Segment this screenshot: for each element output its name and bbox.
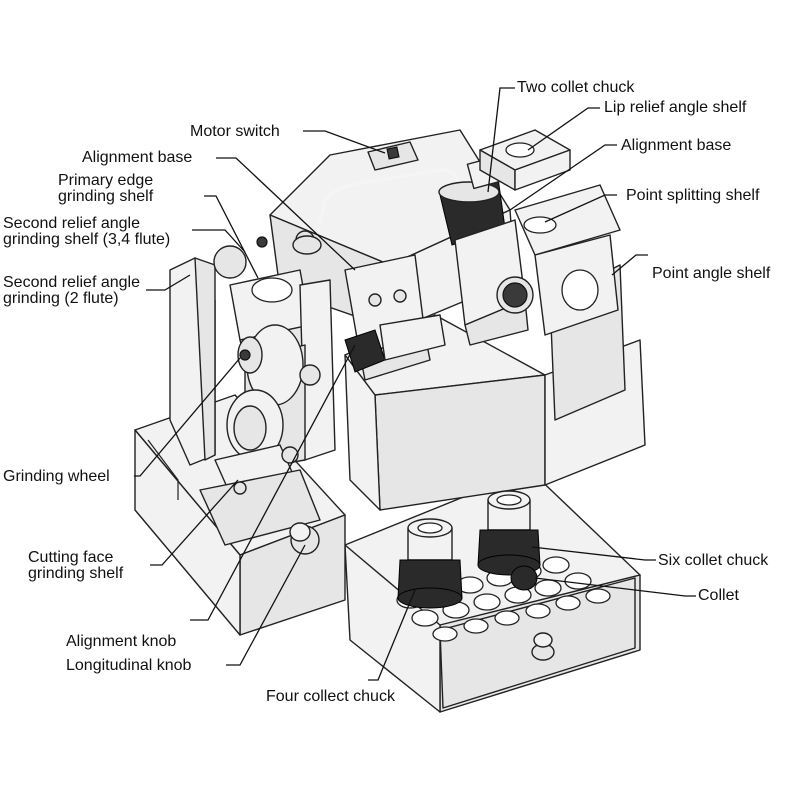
label-second-relief-34-line2: grinding shelf (3,4 flute) xyxy=(3,231,171,248)
label-primary-edge-line1: Primary edge xyxy=(58,172,154,189)
label-primary-edge-line2: grinding shelf xyxy=(58,188,154,205)
label-six-collet-chuck: Six collet chuck xyxy=(658,552,769,569)
label-four-collect-chuck: Four collect chuck xyxy=(266,688,395,705)
leader-lines xyxy=(134,87,696,681)
right-fixtures xyxy=(454,184,621,346)
label-collet: Collet xyxy=(698,587,739,604)
label-grinding-wheel: Grinding wheel xyxy=(3,468,110,485)
four-collect-chuck xyxy=(397,518,463,609)
label-cutting-face-line1: Cutting face xyxy=(28,549,114,566)
label-cutting-face-line2: grinding shelf xyxy=(28,565,124,582)
label-longitudinal-knob: Longitudinal knob xyxy=(66,657,192,674)
label-alignment-base-right: Alignment base xyxy=(621,137,732,154)
label-alignment-knob: Alignment knob xyxy=(66,633,177,650)
label-point-angle-shelf: Point angle shelf xyxy=(652,265,771,282)
lip-relief-shelf xyxy=(479,129,571,191)
label-second-relief-2-line2: grinding (2 flute) xyxy=(3,290,119,307)
collet xyxy=(510,565,538,591)
label-second-relief-34-line1: Second relief angle xyxy=(3,215,140,232)
label-motor-switch: Motor switch xyxy=(190,123,280,140)
main-body xyxy=(344,264,646,511)
six-collet-chuck xyxy=(477,490,541,576)
label-two-collet-chuck: Two collet chuck xyxy=(517,79,635,96)
label-point-splitting-shelf: Point splitting shelf xyxy=(626,187,760,204)
label-alignment-base-left: Alignment base xyxy=(82,149,193,166)
label-second-relief-2-line1: Second relief angle xyxy=(3,274,140,291)
center-holder xyxy=(344,254,446,381)
label-lip-relief-angle-shelf: Lip relief angle shelf xyxy=(604,99,747,116)
